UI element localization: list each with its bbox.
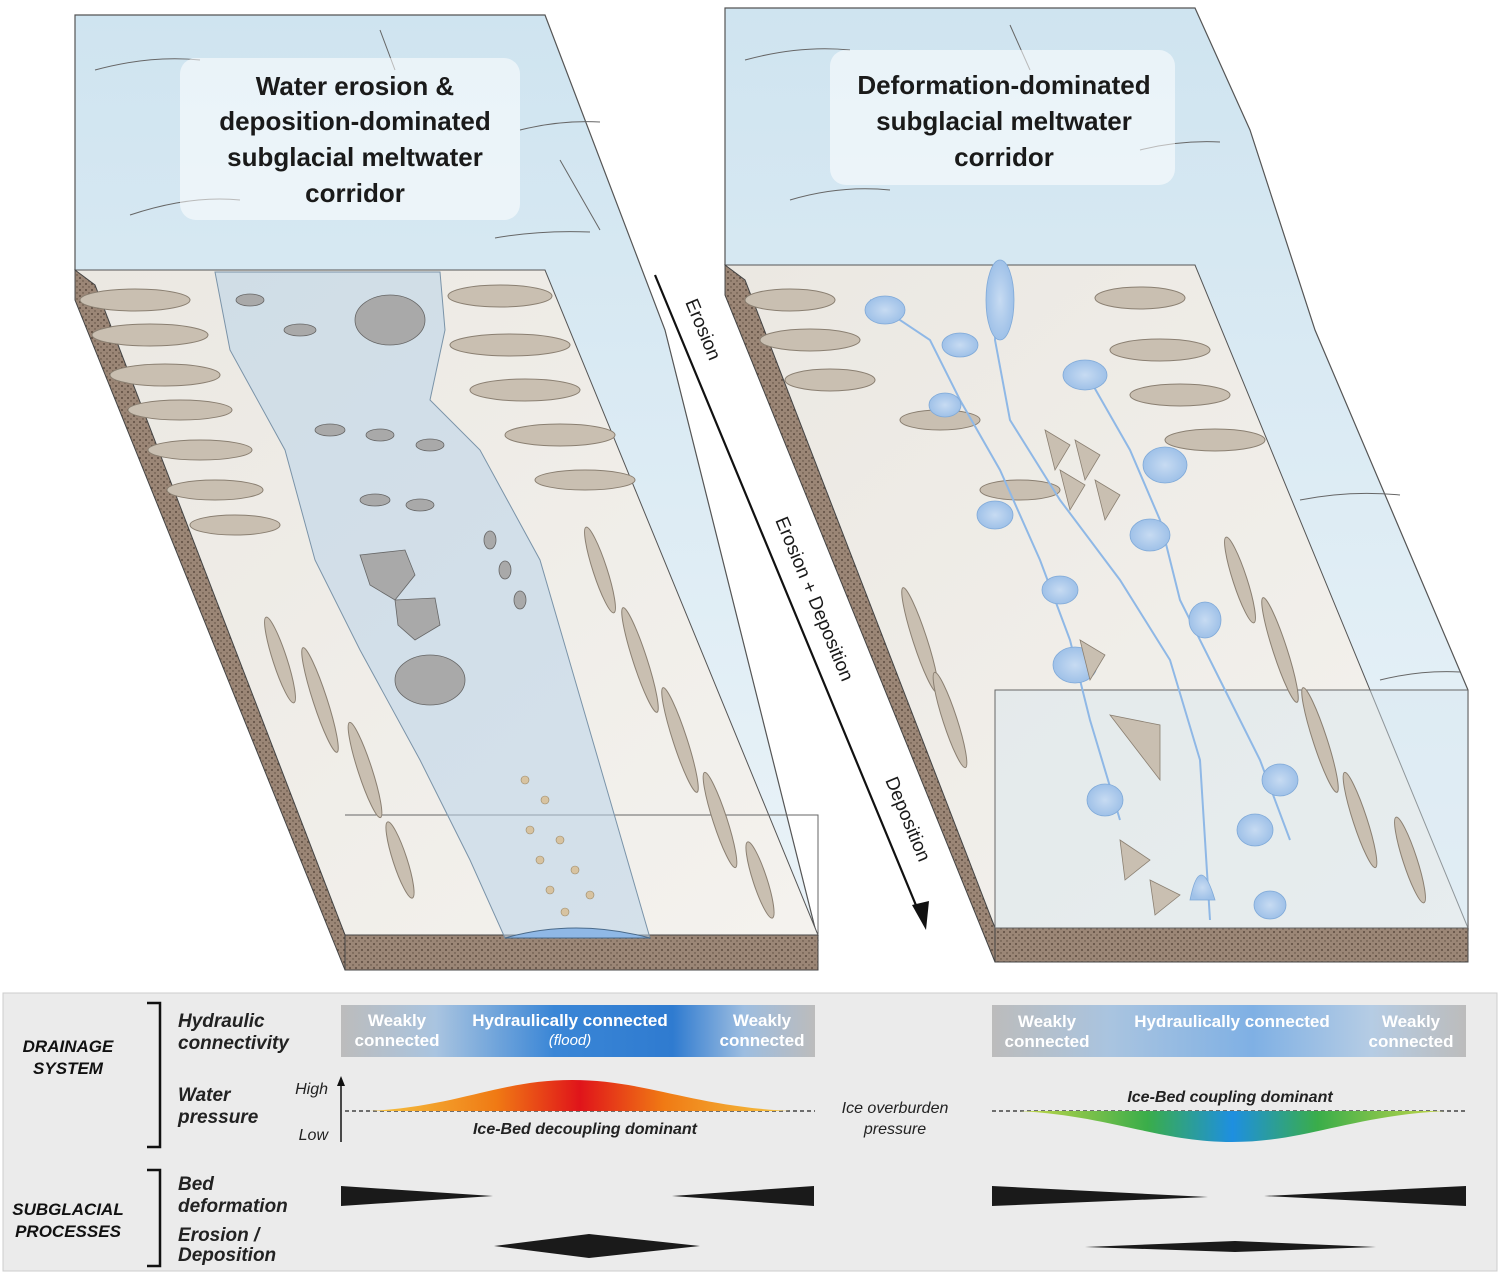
hydraulic-label-1: Hydraulic bbox=[178, 1011, 265, 1032]
right-bed-deformation-wedge-a bbox=[992, 1186, 1208, 1206]
left-title-line-4: corridor bbox=[305, 178, 405, 208]
bed-deformation-label-1: Bed bbox=[178, 1174, 214, 1195]
right-weak-right-1: Weakly bbox=[1382, 1012, 1441, 1031]
left-lineations bbox=[264, 526, 775, 919]
right-weak-right-2: connected bbox=[1368, 1032, 1453, 1051]
left-erosion-deposition-diamond bbox=[494, 1234, 700, 1258]
right-water-lobes bbox=[864, 259, 1299, 920]
right-pressure-profile bbox=[1020, 1111, 1445, 1142]
left-pressure-profile bbox=[370, 1080, 790, 1111]
legend-panel: DRAINAGE SYSTEM SUBGLACIAL PROCESSES Hyd… bbox=[2, 992, 1498, 1272]
right-title-box: Deformation-dominated subglacial meltwat… bbox=[830, 50, 1175, 185]
left-ribbed-moraines bbox=[79, 284, 636, 536]
left-flood-label: (flood) bbox=[549, 1032, 592, 1049]
right-title-line-1: Deformation-dominated bbox=[857, 70, 1150, 100]
water-pressure-label-2: pressure bbox=[177, 1107, 259, 1128]
right-ribbed-moraines bbox=[744, 286, 1266, 501]
left-connected-label: Hydraulically connected bbox=[472, 1011, 668, 1030]
right-lineations bbox=[901, 536, 1426, 904]
left-block-diagram bbox=[74, 14, 819, 971]
ice-overburden-label-1: Ice overburden bbox=[842, 1100, 949, 1117]
subglacial-processes-label-2: PROCESSES bbox=[15, 1222, 121, 1241]
left-weak-right-1: Weakly bbox=[733, 1011, 792, 1030]
left-dominant-label: Ice-Bed decoupling dominant bbox=[473, 1121, 698, 1138]
left-hydraulic-bar bbox=[341, 1005, 815, 1057]
left-weak-right-2: connected bbox=[719, 1031, 804, 1050]
right-block-diagram bbox=[724, 7, 1469, 963]
left-title-box: Water erosion & deposition-dominated sub… bbox=[180, 58, 520, 220]
left-title-line-1: Water erosion & bbox=[256, 71, 454, 101]
erosion-deposition-label-1: Erosion / bbox=[178, 1225, 261, 1246]
bed-deformation-label-2: deformation bbox=[178, 1196, 288, 1217]
left-title-line-3: subglacial meltwater bbox=[227, 142, 483, 172]
right-erosion-deposition-diamond bbox=[1085, 1241, 1376, 1252]
pressure-axis-low: Low bbox=[299, 1127, 330, 1144]
right-title-line-3: corridor bbox=[954, 142, 1054, 172]
pressure-axis-high: High bbox=[295, 1081, 328, 1098]
right-connected-label: Hydraulically connected bbox=[1134, 1012, 1330, 1031]
drainage-system-label-2: SYSTEM bbox=[33, 1059, 104, 1078]
right-meltwater-network bbox=[869, 259, 1291, 921]
left-corridor-deposits bbox=[520, 775, 595, 917]
right-weak-left-2: connected bbox=[1004, 1032, 1089, 1051]
drainage-system-label-1: DRAINAGE bbox=[23, 1037, 114, 1056]
left-title-line-2: deposition-dominated bbox=[219, 106, 491, 136]
left-corridor-bedforms bbox=[235, 293, 527, 706]
left-weak-left-2: connected bbox=[354, 1031, 439, 1050]
right-sediment-front bbox=[994, 927, 1469, 963]
left-bed-deformation-wedge-b bbox=[672, 1186, 814, 1206]
right-bed-deformation-wedge-b bbox=[1264, 1186, 1466, 1206]
left-weak-left-1: Weakly bbox=[368, 1011, 427, 1030]
water-pressure-label-1: Water bbox=[178, 1085, 232, 1106]
left-sediment-front bbox=[344, 934, 819, 971]
processes-bracket bbox=[147, 1168, 162, 1268]
right-hydraulic-bar bbox=[992, 1005, 1466, 1057]
right-dominant-label: Ice-Bed coupling dominant bbox=[1127, 1089, 1333, 1106]
left-bed-deformation-wedge-a bbox=[341, 1186, 493, 1206]
right-weak-left-1: Weakly bbox=[1018, 1012, 1077, 1031]
subglacial-processes-label-1: SUBGLACIAL bbox=[12, 1200, 123, 1219]
right-title-line-2: subglacial meltwater bbox=[876, 106, 1132, 136]
right-crag-forms bbox=[1044, 429, 1181, 916]
hydraulic-label-2: connectivity bbox=[178, 1033, 290, 1054]
drainage-bracket bbox=[147, 1001, 162, 1149]
erosion-deposition-label-2: Deposition bbox=[178, 1245, 276, 1266]
ice-overburden-label-2: pressure bbox=[863, 1121, 926, 1138]
